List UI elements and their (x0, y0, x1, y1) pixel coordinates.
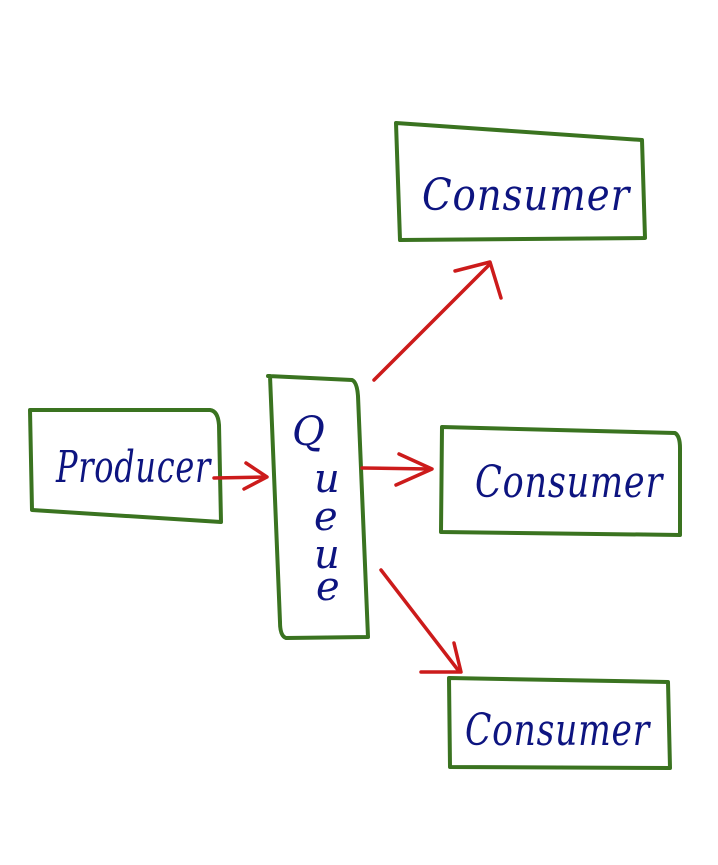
queue-node: Q u e u e (266, 374, 370, 640)
consumer-label-1: Consumer (422, 170, 632, 221)
arrowhead (394, 452, 434, 487)
queue-letter-3: e (314, 494, 338, 540)
consumer-label-2: Consumer (475, 457, 665, 508)
producer-label: Producer (55, 442, 212, 493)
arrow-shaft (360, 466, 432, 471)
consumer-label-3: Consumer (465, 705, 652, 756)
arrowhead (453, 260, 503, 300)
consumer-node-3: Consumer (447, 676, 672, 770)
arrow-queue-to-consumer-1 (372, 260, 503, 382)
arrow-queue-to-consumer-3 (379, 568, 463, 674)
arrowhead (242, 461, 269, 491)
queue-letter-2: u (314, 456, 340, 502)
queue-letter-4: u (314, 532, 340, 578)
arrow-queue-to-consumer-2 (360, 452, 434, 487)
consumer-node-2: Consumer (439, 425, 682, 537)
arrow-shaft (212, 475, 268, 480)
producer-box (28, 408, 223, 524)
consumer-box-2 (439, 425, 682, 537)
queue-letter-5: e (316, 564, 340, 610)
queue-box (266, 374, 370, 640)
producer-node: Producer (28, 408, 223, 524)
consumer-box-3 (447, 676, 672, 770)
arrowhead (419, 641, 463, 674)
arrow-shaft (372, 262, 492, 382)
queue-letter-1: Q (292, 409, 325, 455)
arrow-producer-to-queue (212, 461, 269, 491)
consumer-box-1 (394, 121, 647, 242)
arrow-shaft (379, 568, 460, 672)
consumer-node-1: Consumer (394, 121, 647, 242)
